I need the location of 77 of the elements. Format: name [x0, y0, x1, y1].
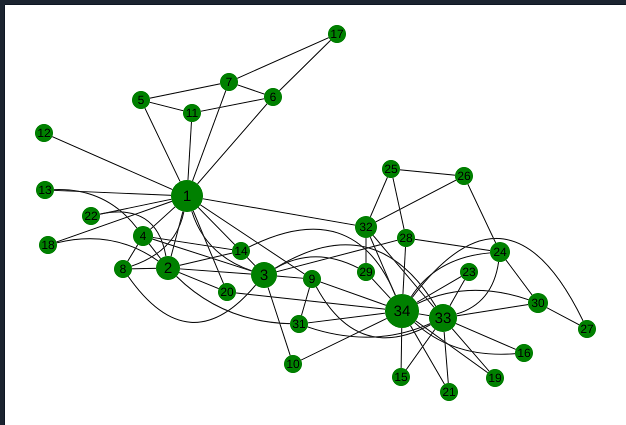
- graph-edge: [56, 200, 172, 243]
- graph-edge: [449, 280, 466, 306]
- graph-edge: [131, 212, 184, 267]
- graph-edge: [54, 190, 172, 196]
- graph-edge: [320, 282, 386, 306]
- graph-edge: [456, 323, 516, 350]
- graph-edge: [237, 84, 265, 95]
- graph-edge: [180, 268, 252, 275]
- graph-edge: [268, 287, 291, 356]
- graph-edge: [316, 286, 431, 338]
- graph-edge: [52, 136, 173, 190]
- graph-edge: [467, 184, 496, 244]
- graph-edge: [150, 102, 184, 112]
- graph-edge: [506, 260, 532, 296]
- graph-edge: [200, 204, 305, 274]
- graph-edge: [274, 256, 358, 269]
- graph-edge: [246, 257, 256, 266]
- graph-edge: [276, 240, 398, 272]
- graph-edge: [372, 278, 391, 299]
- graph-edge: [370, 236, 396, 296]
- graph-edge: [100, 211, 166, 256]
- graph-edge: [412, 238, 584, 322]
- graph-edge: [456, 304, 528, 316]
- graph-edge: [307, 323, 430, 338]
- graph-edge: [56, 238, 159, 262]
- graph-edge: [410, 252, 490, 298]
- graph-edge: [170, 211, 184, 257]
- graph-edge: [414, 322, 516, 355]
- graph-edge: [178, 272, 219, 290]
- graph-edge: [444, 332, 449, 384]
- graph-edge: [456, 262, 500, 315]
- graph-edge: [406, 329, 436, 370]
- graph-edge: [370, 177, 388, 218]
- graph-edge: [372, 235, 434, 308]
- graph-edge: [417, 290, 529, 304]
- graph-edge: [198, 207, 236, 245]
- graph-edge: [237, 37, 329, 79]
- graph-edge: [418, 313, 430, 316]
- graph-edge: [152, 236, 232, 250]
- graph-edge: [132, 268, 156, 270]
- graph-edge: [191, 211, 252, 272]
- graph-edge: [276, 276, 304, 279]
- graph-edge: [248, 228, 396, 296]
- graph-edge: [197, 103, 268, 184]
- graph-edge: [192, 210, 224, 284]
- graph-edge: [176, 276, 290, 324]
- graph-edge: [402, 246, 406, 294]
- graph-edge: [192, 90, 226, 182]
- graph-edge: [416, 276, 462, 303]
- graph-edge: [414, 238, 490, 252]
- graph-edge: [148, 244, 162, 259]
- graph-edge: [415, 320, 488, 374]
- graph-edge: [308, 312, 386, 324]
- graph-edge: [187, 122, 192, 180]
- graph-edge: [279, 40, 331, 92]
- graph-edge: [365, 238, 367, 263]
- graph-edge: [150, 83, 220, 99]
- graph-edge: [392, 178, 405, 230]
- graph-edge: [150, 206, 176, 230]
- graph-edge: [546, 307, 580, 326]
- graph-edge: [376, 180, 456, 222]
- graph-edge: [180, 252, 232, 266]
- graph-edge: [54, 189, 138, 228]
- graph-edge: [127, 244, 138, 262]
- graph-edge: [144, 108, 181, 182]
- graph-edge: [236, 292, 386, 310]
- graph-edge: [128, 276, 256, 323]
- graph-edge: [200, 98, 264, 112]
- graph-edge: [452, 328, 490, 372]
- graph-edge: [300, 288, 310, 316]
- graph-edge: [410, 325, 445, 384]
- graph-edge: [300, 318, 387, 361]
- graph-edge: [400, 328, 402, 368]
- graph-edge: [400, 169, 456, 176]
- graph-edge: [274, 244, 436, 306]
- graph-edge: [202, 198, 356, 226]
- graph-edge: [152, 238, 252, 272]
